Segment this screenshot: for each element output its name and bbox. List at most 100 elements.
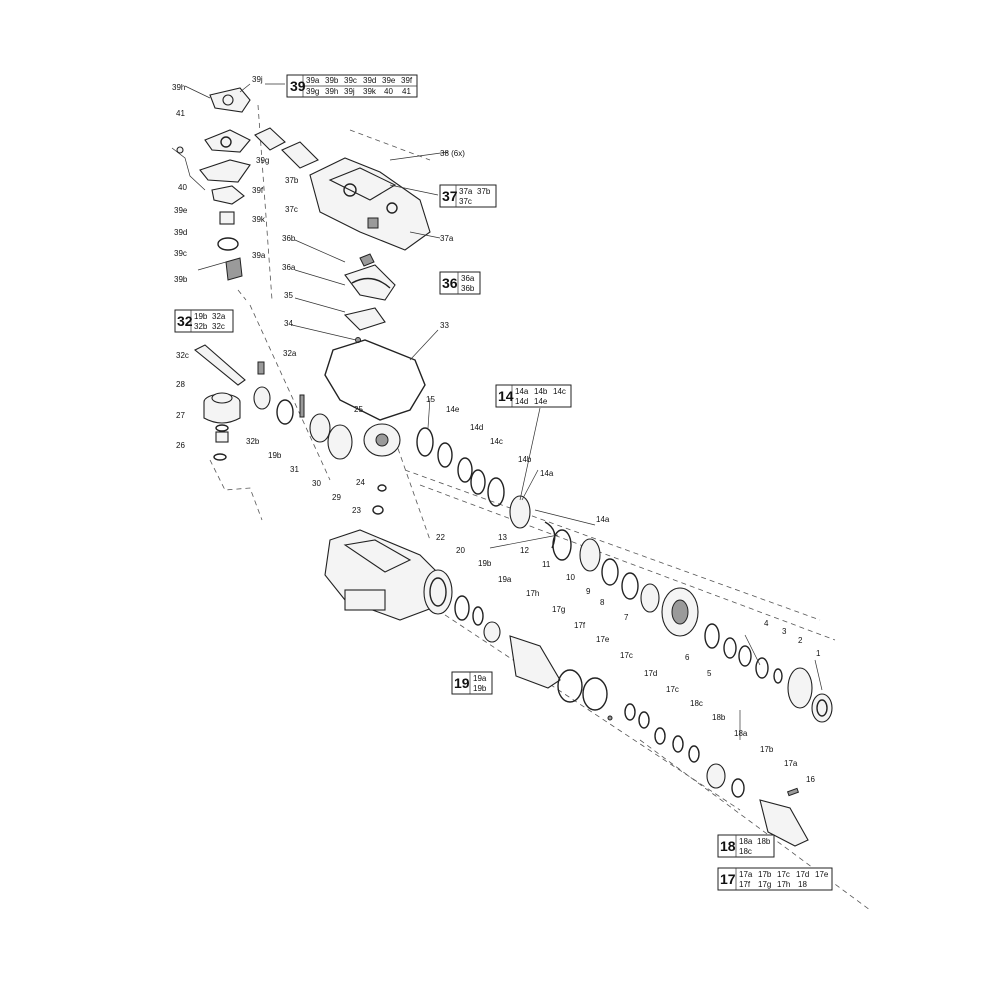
callout-26: 26	[176, 441, 185, 450]
callout-31: 31	[290, 465, 299, 474]
callout-3: 3	[782, 627, 787, 636]
kit-39-cell: 39f	[401, 76, 413, 85]
callout-5: 5	[707, 669, 712, 678]
kit-18-cell: 18a	[739, 837, 753, 846]
callout-6: 6	[685, 653, 690, 662]
callout-39b: 39b	[174, 275, 188, 284]
callout-17d: 17d	[644, 669, 657, 678]
kit-37-cell: 37a	[459, 187, 473, 196]
callout-39d: 39d	[174, 228, 187, 237]
callout-37c: 37c	[285, 205, 298, 214]
assembly-axes	[209, 104, 871, 911]
upper-housing-37	[254, 127, 431, 251]
callout-17h: 17h	[526, 589, 539, 598]
callout-39h: 39h	[172, 83, 185, 92]
callout-16: 16	[806, 775, 815, 784]
callout-9: 9	[586, 587, 591, 596]
kit-box-19: 19 19a 19b	[451, 671, 493, 695]
kit-39-cell: 39b	[325, 76, 339, 85]
kit-39-cell: 39e	[382, 76, 396, 85]
callout-2: 2	[798, 636, 803, 645]
callout-29: 29	[332, 493, 341, 502]
callout-12: 12	[520, 546, 529, 555]
callout-14e: 14e	[446, 405, 460, 414]
callout-39e: 39e	[174, 206, 188, 215]
callout-17a: 17a	[784, 759, 798, 768]
kit-box-17: 17 17a 17b 17c 17d 17e 17f 17g 17h 18	[717, 867, 833, 891]
callout-1: 1	[816, 649, 821, 658]
kit-17-cell: 17c	[777, 870, 790, 879]
kit-39-cell: 40	[384, 87, 393, 96]
callout-27: 27	[176, 411, 185, 420]
leader-lines	[184, 83, 823, 740]
kit-39-cell: 39h	[325, 87, 338, 96]
callout-17f: 17f	[574, 621, 586, 630]
lower-shaft-parts	[454, 595, 809, 847]
kit-14-cell: 14b	[534, 387, 548, 396]
callout-22: 22	[436, 533, 445, 542]
kit-39-parts	[171, 87, 251, 281]
kit-39-cell: 39g	[306, 87, 319, 96]
kit-17-cell: 17h	[777, 880, 790, 889]
kit-39-number: 39	[290, 78, 306, 94]
kit-39-cell: 39a	[306, 76, 320, 85]
callout-18a: 18a	[734, 729, 748, 738]
kit-box-14: 14 14a 14b 14c 14d 14e	[495, 384, 572, 408]
callout-34: 34	[284, 319, 293, 328]
kit-17-cell: 17e	[815, 870, 829, 879]
callout-41: 41	[176, 109, 185, 118]
callout-25: 25	[354, 405, 363, 414]
kit-17-cell: 17f	[739, 880, 751, 889]
kit-19-cell: 19a	[473, 674, 487, 683]
callout-17e: 17e	[596, 635, 610, 644]
kit-box-32: 32 19b 32a 32b 32c	[174, 309, 234, 333]
kit-14-cell: 14c	[553, 387, 566, 396]
callout-23: 23	[352, 506, 361, 515]
parts-36-35-34	[343, 253, 396, 343]
callout-39j: 39j	[252, 75, 263, 84]
kit-19-cell: 19b	[473, 684, 487, 693]
kit-box-37: 37 37a 37b 37c	[439, 184, 497, 208]
callout-36b: 36b	[282, 234, 296, 243]
callout-17c: 17c	[666, 685, 679, 694]
callout-39f: 39f	[252, 186, 264, 195]
callout-37a: 37a	[440, 234, 454, 243]
callout-14a: 14a	[540, 469, 554, 478]
kit-14-cell: 14a	[515, 387, 529, 396]
kit-37-number: 37	[442, 188, 458, 204]
callout-17c: 17c	[620, 651, 633, 660]
kit-17-cell: 17a	[739, 870, 753, 879]
callout-20: 20	[456, 546, 465, 555]
callout-32c: 32c	[176, 351, 189, 360]
kit-18-cell: 18b	[757, 837, 771, 846]
kit-39-cell: 41	[402, 87, 411, 96]
kit-39-cell: 39d	[363, 76, 376, 85]
kit-14-number: 14	[498, 388, 514, 404]
callout-4: 4	[764, 619, 769, 628]
callout-40: 40	[178, 183, 187, 192]
kit-37-cell: 37b	[477, 187, 491, 196]
gear-housing-22	[324, 529, 453, 621]
callout-7: 7	[624, 613, 629, 622]
kit-box-18: 18 18a 18b 18c	[717, 834, 775, 858]
callout-24: 24	[356, 478, 365, 487]
callout-36a: 36a	[282, 263, 296, 272]
callout-19a: 19a	[498, 575, 512, 584]
kit-17-cell: 18	[798, 880, 807, 889]
kit-36-cell: 36a	[461, 274, 475, 283]
callout-37b: 37b	[285, 176, 299, 185]
callout-19b: 19b	[478, 559, 492, 568]
callout-14d: 14d	[470, 423, 483, 432]
kit-17-cell: 17d	[796, 870, 809, 879]
callout-11: 11	[542, 560, 551, 569]
callout-18c: 18c	[690, 699, 703, 708]
output-shaft-rings	[416, 427, 833, 723]
kit-17-cell: 17g	[758, 880, 771, 889]
kit-32-cell: 32c	[212, 322, 225, 331]
callout-13: 13	[498, 533, 507, 542]
parts-32-28-27-26	[193, 344, 265, 461]
callout-32b: 32b	[246, 437, 260, 446]
kit-39-cell: 39k	[363, 87, 377, 96]
kit-box-36: 36 36a 36b	[439, 271, 481, 295]
kit-32-number: 32	[177, 313, 193, 329]
